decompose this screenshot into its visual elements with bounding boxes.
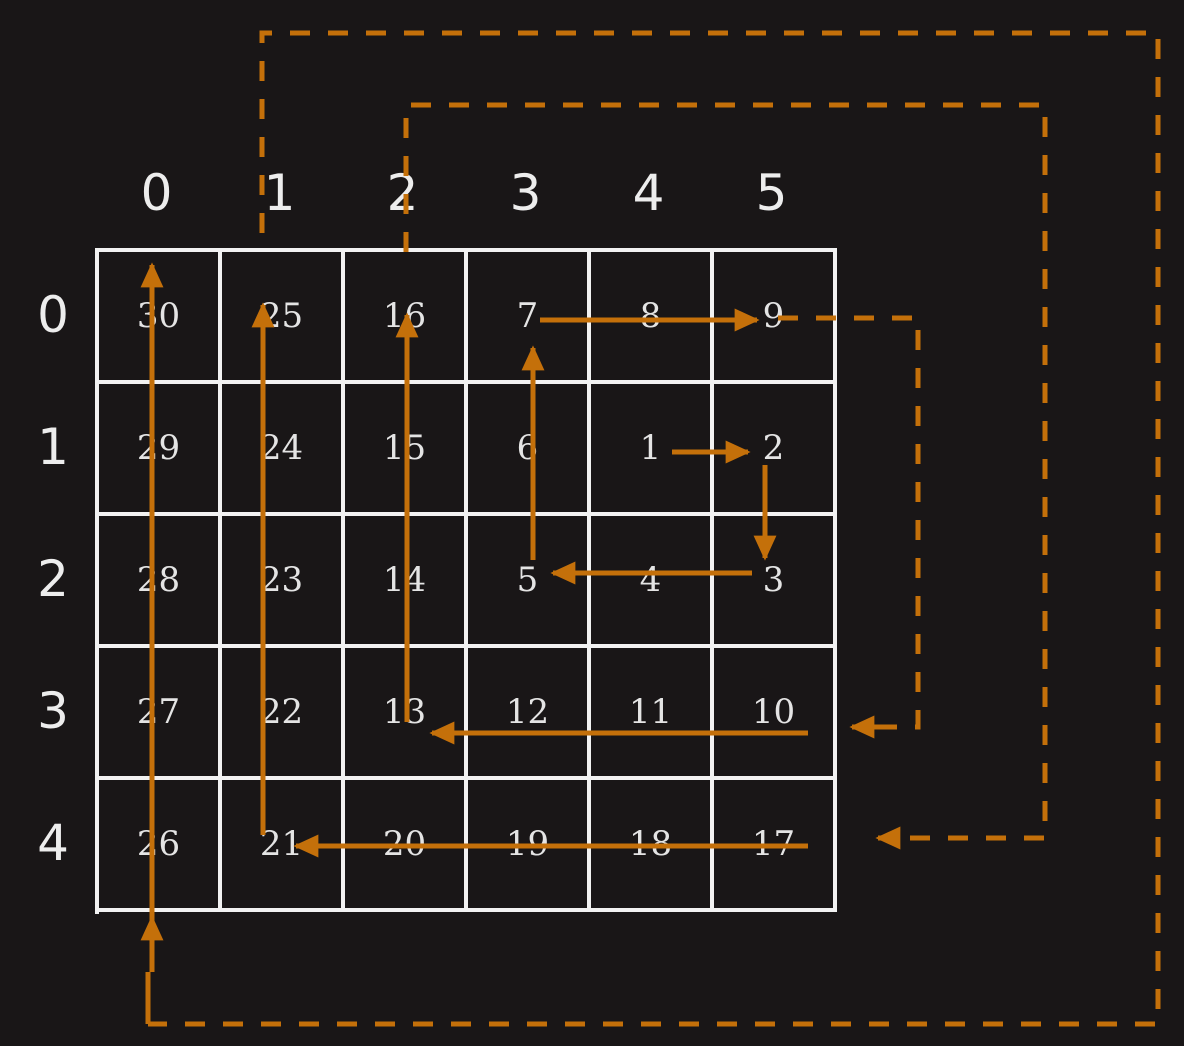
grid-cell-value: 1: [639, 428, 662, 468]
row-header-0: 0: [37, 285, 69, 344]
grid-cell: 19: [468, 780, 591, 912]
grid-cell: 2: [714, 384, 837, 516]
grid-cell: 26: [99, 780, 222, 912]
row-header-4: 4: [37, 813, 69, 872]
grid-cell-value: 22: [259, 692, 304, 732]
column-header-2: 2: [386, 164, 419, 222]
column-header-4: 4: [632, 164, 665, 222]
grid-cell-value: 25: [259, 296, 304, 336]
grid-cell: 8: [591, 252, 714, 384]
grid-cell-value: 14: [382, 560, 427, 600]
grid-cell-value: 7: [516, 296, 539, 336]
grid-cell: 24: [222, 384, 345, 516]
grid-cell-value: 3: [762, 560, 785, 600]
grid-cell: 1: [591, 384, 714, 516]
grid-cell-value: 16: [382, 296, 427, 336]
row-header-3: 3: [37, 681, 69, 740]
grid-cell: 11: [591, 648, 714, 780]
grid-cell-value: 2: [762, 428, 785, 468]
grid-cell-value: 26: [136, 824, 181, 864]
grid-cell-value: 8: [639, 296, 662, 336]
column-header-0: 0: [140, 164, 173, 222]
grid-cell-value: 23: [259, 560, 304, 600]
grid-cell-value: 17: [751, 824, 796, 864]
grid-cell: 22: [222, 648, 345, 780]
grid-cell: 30: [99, 252, 222, 384]
grid-cell: 27: [99, 648, 222, 780]
grid-cell: 4: [591, 516, 714, 648]
grid-cell-value: 15: [382, 428, 427, 468]
grid-cell-value: 18: [628, 824, 673, 864]
grid-cell: 16: [345, 252, 468, 384]
grid-cell-value: 10: [751, 692, 796, 732]
grid-cell: 12: [468, 648, 591, 780]
grid-cell-value: 21: [259, 824, 304, 864]
grid-cell-value: 12: [505, 692, 550, 732]
grid-cell-value: 6: [516, 428, 539, 468]
grid-cell: 13: [345, 648, 468, 780]
grid-cell: 3: [714, 516, 837, 648]
grid-cell-value: 29: [136, 428, 181, 468]
column-header-5: 5: [755, 164, 788, 222]
grid-cell: 29: [99, 384, 222, 516]
grid-cell-value: 19: [505, 824, 550, 864]
grid-cell-value: 28: [136, 560, 181, 600]
grid-cell: 23: [222, 516, 345, 648]
grid-cell: 5: [468, 516, 591, 648]
grid-cell: 10: [714, 648, 837, 780]
grid-cell: 20: [345, 780, 468, 912]
column-header-3: 3: [509, 164, 542, 222]
row-header-1: 1: [37, 417, 69, 476]
grid-cell-value: 27: [136, 692, 181, 732]
grid-cell-value: 11: [628, 692, 673, 732]
grid-cell-value: 20: [382, 824, 427, 864]
grid-cell-value: 13: [382, 692, 427, 732]
traversal-grid: 30 25 16 7 8 9 29 24 15 6 1 2 28 23 14 5…: [95, 248, 837, 914]
column-header-1: 1: [263, 164, 296, 222]
grid-cell: 9: [714, 252, 837, 384]
grid-cell: 18: [591, 780, 714, 912]
grid-cell-value: 30: [136, 296, 181, 336]
grid-cell: 6: [468, 384, 591, 516]
grid-cell: 28: [99, 516, 222, 648]
grid-cell-value: 4: [639, 560, 662, 600]
row-header-2: 2: [37, 549, 69, 608]
grid-cell: 21: [222, 780, 345, 912]
grid-cell: 25: [222, 252, 345, 384]
grid-cell: 14: [345, 516, 468, 648]
grid-cell-value: 24: [259, 428, 304, 468]
grid-cell-value: 5: [516, 560, 539, 600]
grid-cell-value: 9: [762, 296, 785, 336]
grid-cell: 15: [345, 384, 468, 516]
grid-cell: 7: [468, 252, 591, 384]
grid-cell: 17: [714, 780, 837, 912]
